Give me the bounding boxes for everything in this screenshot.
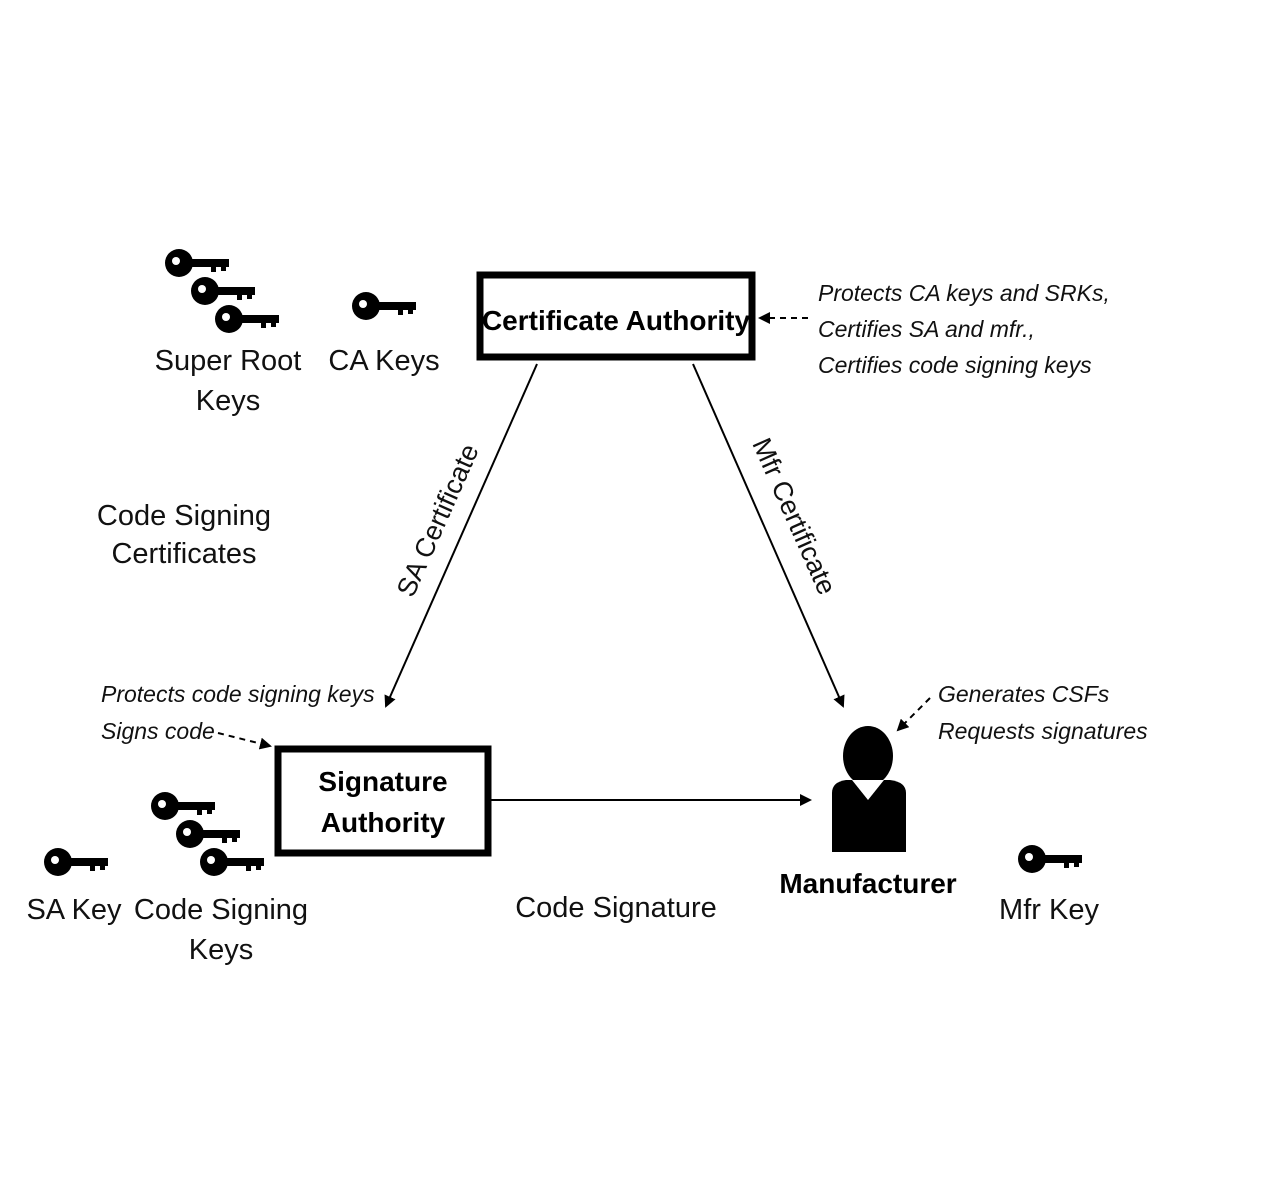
- certificate-authority-node: Certificate Authority: [476, 271, 756, 361]
- mfr-note: Generates CSFs Requests signatures: [938, 681, 1148, 744]
- ca-note: Protects CA keys and SRKs, Certifies SA …: [818, 280, 1110, 378]
- code-signing-keys-label-line1: Code Signing: [134, 894, 308, 926]
- ca-key-icon: [352, 292, 416, 320]
- ca-note-line3: Certifies code signing keys: [818, 352, 1092, 378]
- sa-note: Protects code signing keys Signs code: [101, 681, 375, 744]
- mfr-key-icon: [1018, 845, 1082, 873]
- code-signing-keys-label-line2: Keys: [189, 934, 253, 966]
- sa-note-line2: Signs code: [101, 718, 215, 744]
- ca-note-line2: Certifies SA and mfr.,: [818, 316, 1035, 342]
- code-signature-label: Code Signature: [515, 892, 717, 924]
- certificate-authority-label: Certificate Authority: [482, 305, 751, 336]
- signature-authority-label-line2: Authority: [321, 807, 446, 838]
- mfr-certificate-arrow: [692, 363, 845, 708]
- sa-certificate-arrow: [384, 363, 538, 708]
- sa-note-pointer: [217, 732, 272, 750]
- super-root-keys-icon: [165, 249, 279, 333]
- sa-note-line1: Protects code signing keys: [101, 681, 375, 707]
- code-signing-certificates-label-line2: Certificates: [111, 538, 256, 570]
- mfr-note-pointer: [896, 697, 931, 732]
- ca-note-line1: Protects CA keys and SRKs,: [818, 280, 1110, 306]
- mfr-key-label: Mfr Key: [999, 894, 1099, 926]
- sa-key-icon: [44, 848, 108, 876]
- signature-authority-box: [274, 745, 492, 857]
- sa-certificate-label: SA Certificate: [391, 440, 485, 602]
- person-icon: [832, 726, 906, 852]
- signature-authority-label-line1: Signature: [318, 766, 447, 797]
- manufacturer-label: Manufacturer: [779, 868, 956, 899]
- mfr-note-line1: Generates CSFs: [938, 681, 1110, 707]
- super-root-keys-label-line1: Super Root: [155, 345, 302, 377]
- code-signing-certificates-label-line1: Code Signing: [97, 500, 271, 532]
- super-root-keys-label-line2: Keys: [196, 385, 260, 417]
- code-signing-keys-icon: [151, 792, 264, 876]
- certificate-authority-box: [476, 271, 756, 361]
- ca-keys-label: CA Keys: [328, 345, 439, 377]
- mfr-note-line2: Requests signatures: [938, 718, 1148, 744]
- sa-key-label: SA Key: [26, 894, 122, 926]
- signature-authority-node: Signature Authority: [274, 745, 492, 857]
